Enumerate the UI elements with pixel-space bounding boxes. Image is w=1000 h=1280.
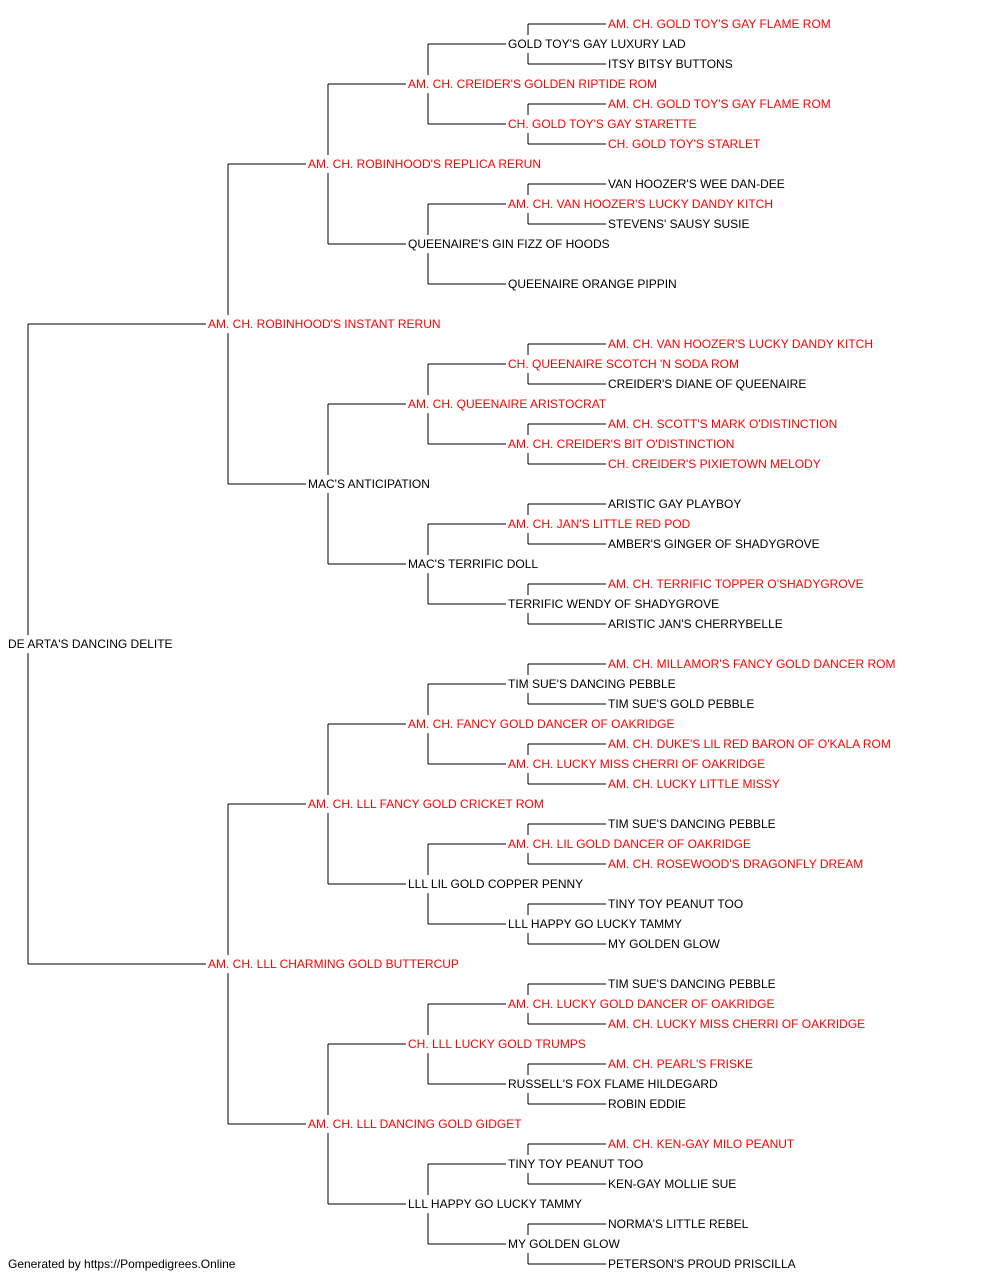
dog-name-gen5: TIM SUE'S DANCING PEBBLE (608, 817, 776, 831)
dog-names: DE ARTA'S DANCING DELITE AM. CH. ROBINHOO… (8, 17, 895, 1271)
footer-credit: Generated by https://Pompedigrees.Online (8, 1257, 236, 1271)
dog-name-gen4: CH. GOLD TOY'S GAY STARETTE (508, 117, 697, 131)
dog-name-gen5: ARISTIC JAN'S CHERRYBELLE (608, 617, 783, 631)
dog-name-gen2: AM. CH. LLL DANCING GOLD GIDGET (308, 1117, 522, 1131)
dog-name-gen3: MAC'S TERRIFIC DOLL (408, 557, 538, 571)
dog-name-gen3: QUEENAIRE'S GIN FIZZ OF HOODS (408, 237, 610, 251)
dog-name-gen5: AM. CH. PEARL'S FRISKE (608, 1057, 753, 1071)
dog-name-gen3: AM. CH. QUEENAIRE ARISTOCRAT (408, 397, 607, 411)
dog-name-gen2: AM. CH. ROBINHOOD'S REPLICA RERUN (308, 157, 541, 171)
dog-name-gen5: AM. CH. KEN-GAY MILO PEANUT (608, 1137, 795, 1151)
dog-name-gen5: AM. CH. LUCKY MISS CHERRI OF OAKRIDGE (608, 1017, 865, 1031)
dog-name-gen4: AM. CH. CREIDER'S BIT O'DISTINCTION (508, 437, 734, 451)
dog-name-gen5: MY GOLDEN GLOW (608, 937, 720, 951)
dog-name-gen0: DE ARTA'S DANCING DELITE (8, 637, 173, 651)
dog-name-gen5: CREIDER'S DIANE OF QUEENAIRE (608, 377, 806, 391)
dog-name-gen5: TIM SUE'S DANCING PEBBLE (608, 977, 776, 991)
dog-name-gen5: VAN HOOZER'S WEE DAN-DEE (608, 177, 785, 191)
dog-name-gen3: LLL LIL GOLD COPPER PENNY (408, 877, 583, 891)
dog-name-gen5: AM. CH. MILLAMOR'S FANCY GOLD DANCER ROM (608, 657, 895, 671)
dog-name-gen3: LLL HAPPY GO LUCKY TAMMY (408, 1197, 582, 1211)
dog-name-gen5: PETERSON'S PROUD PRISCILLA (608, 1257, 796, 1271)
dog-name-gen3: CH. LLL LUCKY GOLD TRUMPS (408, 1037, 586, 1051)
dog-name-gen4: AM. CH. LUCKY MISS CHERRI OF OAKRIDGE (508, 757, 765, 771)
dog-name-gen5: AM. CH. SCOTT'S MARK O'DISTINCTION (608, 417, 837, 431)
dog-name-gen4: AM. CH. LUCKY GOLD DANCER OF OAKRIDGE (508, 997, 775, 1011)
dog-name-gen2: MAC'S ANTICIPATION (308, 477, 430, 491)
dog-name-gen4: GOLD TOY'S GAY LUXURY LAD (508, 37, 686, 51)
dog-name-gen4: MY GOLDEN GLOW (508, 1237, 620, 1251)
dog-name-gen5: AMBER'S GINGER OF SHADYGROVE (608, 537, 820, 551)
dog-name-gen3: AM. CH. CREIDER'S GOLDEN RIPTIDE ROM (408, 77, 657, 91)
dog-name-gen5: ARISTIC GAY PLAYBOY (608, 497, 741, 511)
dog-name-gen5: ROBIN EDDIE (608, 1097, 686, 1111)
dog-name-gen5: KEN-GAY MOLLIE SUE (608, 1177, 736, 1191)
dog-name-gen5: AM. CH. GOLD TOY'S GAY FLAME ROM (608, 17, 831, 31)
dog-name-gen5: STEVENS' SAUSY SUSIE (608, 217, 749, 231)
dog-name-gen5: NORMA'S LITTLE REBEL (608, 1217, 749, 1231)
dog-name-gen4: AM. CH. LIL GOLD DANCER OF OAKRIDGE (508, 837, 751, 851)
dog-name-gen5: CH. CREIDER'S PIXIETOWN MELODY (608, 457, 821, 471)
dog-name-gen4: AM. CH. JAN'S LITTLE RED POD (508, 517, 691, 531)
dog-name-gen1: AM. CH. LLL CHARMING GOLD BUTTERCUP (208, 957, 459, 971)
dog-name-gen2: AM. CH. LLL FANCY GOLD CRICKET ROM (308, 797, 544, 811)
dog-name-gen5: ITSY BITSY BUTTONS (608, 57, 733, 71)
dog-name-gen4: QUEENAIRE ORANGE PIPPIN (508, 277, 677, 291)
dog-name-gen5: AM. CH. ROSEWOOD'S DRAGONFLY DREAM (608, 857, 863, 871)
dog-name-gen5: AM. CH. LUCKY LITTLE MISSY (608, 777, 780, 791)
dog-name-gen4: AM. CH. VAN HOOZER'S LUCKY DANDY KITCH (508, 197, 773, 211)
dog-name-gen5: AM. CH. VAN HOOZER'S LUCKY DANDY KITCH (608, 337, 873, 351)
dog-name-gen4: TIM SUE'S DANCING PEBBLE (508, 677, 676, 691)
dog-name-gen5: TIM SUE'S GOLD PEBBLE (608, 697, 754, 711)
dog-name-gen5: AM. CH. DUKE'S LIL RED BARON OF O'KALA R… (608, 737, 891, 751)
connector-lines (27, 23, 606, 1265)
dog-name-gen4: LLL HAPPY GO LUCKY TAMMY (508, 917, 682, 931)
dog-name-gen5: TINY TOY PEANUT TOO (608, 897, 743, 911)
dog-name-gen4: RUSSELL'S FOX FLAME HILDEGARD (508, 1077, 718, 1091)
dog-name-gen1: AM. CH. ROBINHOOD'S INSTANT RERUN (208, 317, 441, 331)
dog-name-gen5: AM. CH. GOLD TOY'S GAY FLAME ROM (608, 97, 831, 111)
dog-name-gen4: CH. QUEENAIRE SCOTCH 'N SODA ROM (508, 357, 739, 371)
dog-name-gen3: AM. CH. FANCY GOLD DANCER OF OAKRIDGE (408, 717, 674, 731)
dog-name-gen4: TINY TOY PEANUT TOO (508, 1157, 643, 1171)
dog-name-gen5: CH. GOLD TOY'S STARLET (608, 137, 761, 151)
dog-name-gen5: AM. CH. TERRIFIC TOPPER O'SHADYGROVE (608, 577, 864, 591)
dog-name-gen4: TERRIFIC WENDY OF SHADYGROVE (508, 597, 719, 611)
